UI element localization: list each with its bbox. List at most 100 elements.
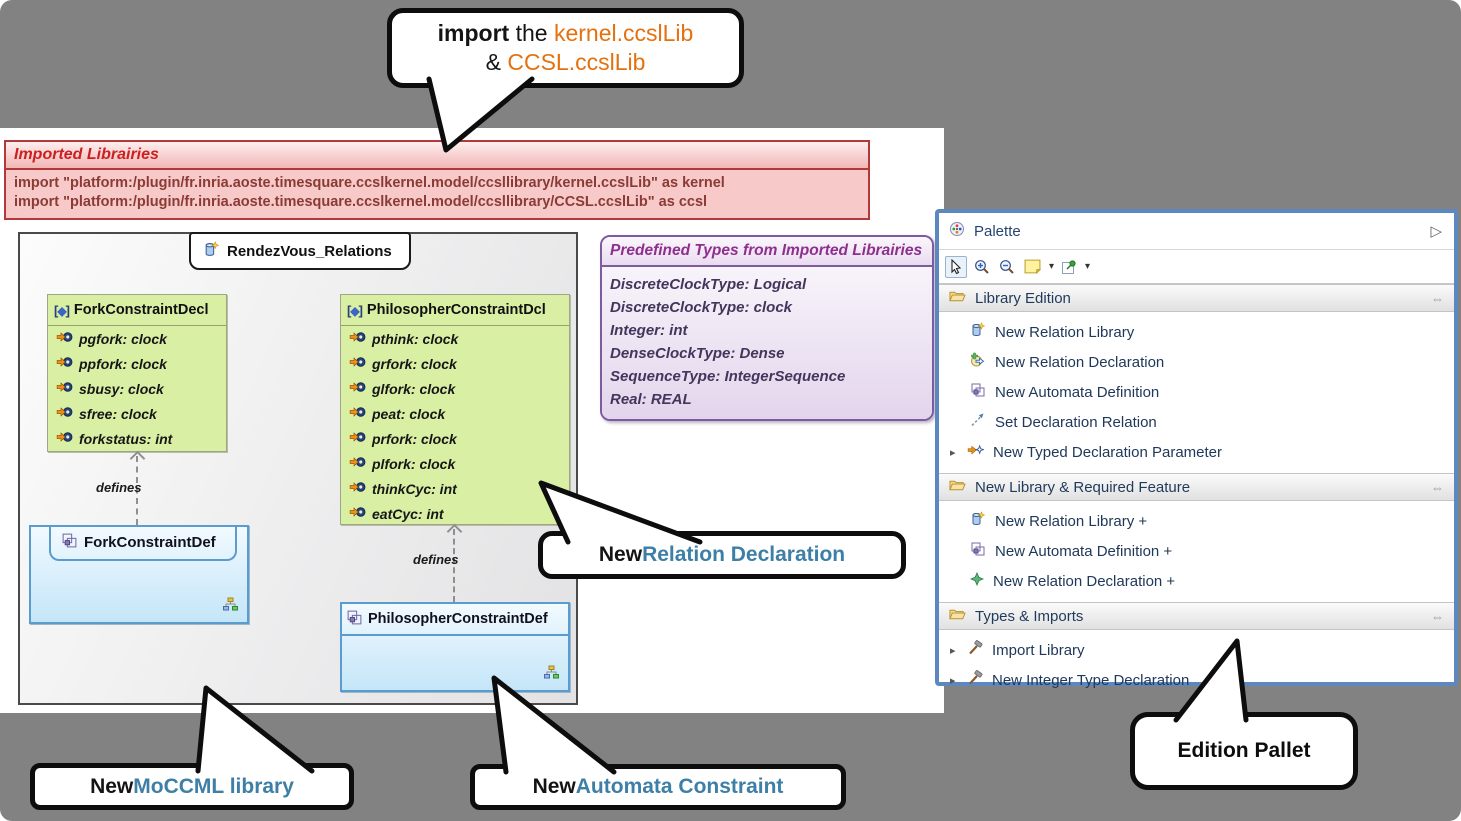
fork-constraint-def-title: ForkConstraintDef [84, 533, 216, 551]
defines-edge-label: defines [96, 480, 142, 495]
attribute-icon [56, 355, 73, 373]
attribute-icon [349, 330, 366, 348]
palette-item-label: New Integer Type Declaration [992, 671, 1190, 689]
philosopher-constraint-decl-title: PhilosopherConstraintDcl [366, 302, 546, 318]
attribute-row[interactable]: peat: clock [341, 401, 569, 426]
set-declaration-relation-icon [970, 412, 986, 432]
attribute-icon [349, 430, 366, 448]
attribute-row[interactable]: sbusy: clock [48, 376, 226, 401]
folder-icon [949, 478, 966, 497]
automata-definition-icon [970, 382, 986, 402]
section-label: Types & Imports [975, 607, 1084, 625]
defines-edge[interactable] [136, 456, 138, 525]
palette-item-import-library[interactable]: ▸ Import Library [939, 635, 1454, 665]
philosopher-constraint-def-title: PhilosopherConstraintDef [368, 611, 548, 627]
attribute-row[interactable]: pgfork: clock [48, 326, 226, 351]
predefined-type-entry: DenseClockType: Dense [610, 345, 785, 362]
palette-item-label: Set Declaration Relation [995, 413, 1157, 431]
pin-section-icon[interactable]: ⇔ [1431, 290, 1444, 306]
predefined-type-entry: DiscreteClockType: clock [610, 299, 793, 316]
palette-collapse-icon[interactable]: ▷ [1430, 223, 1442, 240]
attribute-row[interactable]: glfork: clock [341, 376, 569, 401]
palette-item-new-relation-declaration[interactable]: New Relation Declaration [939, 347, 1454, 377]
palette-section-types-imports[interactable]: Types & Imports ⇔ [939, 602, 1454, 630]
predefined-types-title: Predefined Types from Imported Librairie… [602, 237, 932, 267]
callout-import-libraries: import the kernel.ccslLib & CCSL.ccslLib [387, 8, 744, 88]
palette-item-label: Import Library [992, 641, 1085, 659]
expand-arrow-icon[interactable]: ▸ [950, 674, 956, 687]
note-tool-caret-icon[interactable]: ▾ [1049, 261, 1055, 272]
hierarchy-icon [222, 597, 239, 616]
palette-panel: Palette ▷ ▾ ▾ Lib [935, 209, 1458, 689]
automata-definition-icon [61, 532, 78, 553]
pin-section-icon[interactable]: ⇔ [1431, 608, 1444, 624]
attribute-row[interactable]: plfork: clock [341, 451, 569, 476]
typed-declaration-parameter-icon [967, 444, 985, 461]
palette-header: Palette ▷ [939, 213, 1454, 250]
import-statement: import "platform:/plugin/fr.inria.aoste.… [14, 194, 708, 210]
fork-constraint-def-box[interactable]: ForkConstraintDef [29, 525, 249, 624]
palette-section-new-library-required-feature[interactable]: New Library & Required Feature ⇔ [939, 473, 1454, 501]
expand-arrow-icon[interactable]: ▸ [950, 644, 956, 657]
zoom-in-tool-button[interactable] [972, 257, 992, 277]
palette-item-label: New Relation Library + [995, 512, 1148, 530]
pin-section-icon[interactable]: ⇔ [1431, 479, 1444, 495]
hierarchy-icon [543, 665, 560, 684]
attribute-row[interactable]: ppfork: clock [48, 351, 226, 376]
fork-constraint-decl-title: ForkConstraintDecl [73, 302, 209, 318]
relation-library-icon [203, 240, 220, 262]
attribute-row[interactable]: forkstatus: int [48, 426, 226, 451]
attribute-icon [349, 505, 366, 523]
predefined-type-entry: Integer: int [610, 322, 688, 339]
predefined-type-entry: SequenceType: IntegerSequence [610, 368, 846, 385]
relation-declaration-type-icon: [◆] [54, 302, 70, 318]
attribute-icon [349, 380, 366, 398]
imported-libraries-title: Imported Librairies [4, 140, 870, 170]
note-attachment-tool-button[interactable] [1059, 257, 1079, 277]
attribute-row[interactable]: sfree: clock [48, 401, 226, 426]
palette-section-library-edition[interactable]: Library Edition ⇔ [939, 284, 1454, 312]
predefined-types-panel: Predefined Types from Imported Librairie… [600, 235, 934, 421]
zoom-out-tool-button[interactable] [997, 257, 1017, 277]
attribute-row[interactable]: grfork: clock [341, 351, 569, 376]
attribute-icon [56, 430, 73, 448]
palette-item-new-integer-type-declaration[interactable]: ▸ New Integer Type Declaration [939, 665, 1454, 695]
folder-icon [949, 607, 966, 626]
philosopher-constraint-def-box[interactable]: PhilosopherConstraintDef [340, 602, 570, 692]
note-tool-button[interactable] [1022, 257, 1043, 276]
palette-item-new-automata-definition-plus[interactable]: New Automata Definition + [939, 536, 1454, 566]
palette-item-set-declaration-relation[interactable]: Set Declaration Relation [939, 407, 1454, 437]
palette-item-new-typed-declaration-parameter[interactable]: ▸ New Typed Declaration Parameter [939, 437, 1454, 467]
expand-arrow-icon[interactable]: ▸ [950, 446, 956, 459]
palette-item-new-relation-library[interactable]: New Relation Library [939, 317, 1454, 347]
callout-new-relation-declaration: New Relation Declaration [538, 531, 906, 579]
attribute-row[interactable]: pthink: clock [341, 326, 569, 351]
selection-tool-button[interactable] [945, 255, 967, 278]
palette-item-new-automata-definition[interactable]: New Automata Definition [939, 377, 1454, 407]
palette-item-label: New Relation Library [995, 323, 1135, 341]
note-attachment-caret-icon[interactable]: ▾ [1085, 261, 1091, 272]
diagram-tab[interactable]: RendezVous_Relations [189, 232, 411, 270]
diagram-container[interactable]: RendezVous_Relations [◆] ForkConstraintD… [18, 232, 578, 705]
automata-definition-icon [970, 541, 986, 561]
attribute-row[interactable]: thinkCyc: int [341, 476, 569, 501]
section-label: New Library & Required Feature [975, 478, 1191, 496]
palette-item-new-relation-library-plus[interactable]: New Relation Library + [939, 506, 1454, 536]
relation-library-icon [970, 322, 986, 342]
defines-edge[interactable] [453, 529, 455, 602]
palette-item-label: New Automata Definition [995, 383, 1160, 401]
attribute-icon [349, 355, 366, 373]
attribute-icon [56, 330, 73, 348]
attribute-row[interactable]: prfork: clock [341, 426, 569, 451]
callout-edition-pallet: Edition Pallet [1130, 712, 1358, 790]
philosopher-constraint-decl-box[interactable]: [◆] PhilosopherConstraintDcl pthink: clo… [340, 294, 570, 525]
attribute-icon [349, 455, 366, 473]
palette-item-new-relation-declaration-plus[interactable]: New Relation Declaration + [939, 566, 1454, 596]
palette-toolbar: ▾ ▾ [939, 250, 1454, 284]
fork-constraint-decl-box[interactable]: [◆] ForkConstraintDecl pgfork: clock ppf… [47, 294, 227, 452]
attribute-row[interactable]: eatCyc: int [341, 501, 569, 526]
predefined-type-entry: DiscreteClockType: Logical [610, 276, 807, 293]
imported-libraries-panel: Imported Librairies import "platform:/pl… [4, 140, 870, 220]
automata-definition-icon [346, 609, 363, 630]
